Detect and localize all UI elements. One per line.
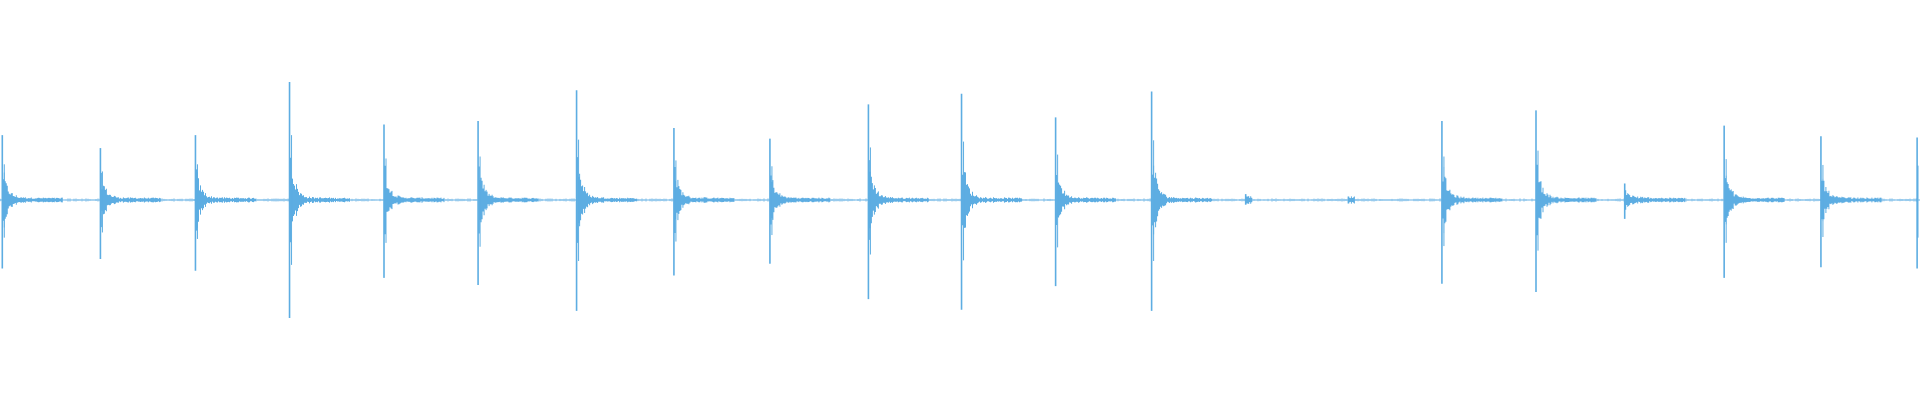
waveform-transient — [1535, 110, 1597, 293]
waveform-transient — [288, 82, 350, 318]
waveform-transient — [673, 128, 735, 276]
transient-decay — [868, 160, 929, 240]
waveform-transient — [99, 148, 161, 259]
waveform-transient — [1820, 136, 1882, 268]
transient-decay — [1536, 164, 1597, 236]
transient-decay — [674, 167, 735, 233]
waveform-transient — [477, 120, 539, 285]
transient-decay — [196, 169, 256, 231]
waveform-transient — [1054, 117, 1117, 287]
transient-decay — [100, 172, 161, 228]
transient-decay — [770, 175, 831, 225]
waveform-transient — [1, 135, 63, 269]
waveform-transient — [1244, 194, 1253, 205]
transient-decay — [1056, 175, 1117, 225]
waveform-transient — [1150, 91, 1213, 311]
transient-decay — [577, 157, 638, 243]
waveform-transient — [960, 93, 1022, 310]
transient-decay — [1442, 166, 1503, 234]
transient-decay — [1152, 165, 1213, 235]
waveform-transient — [575, 90, 638, 311]
transient-decay — [1625, 190, 1686, 210]
transient-decay — [384, 165, 445, 235]
waveform-transient — [1441, 120, 1503, 284]
waveform-transient — [194, 135, 256, 271]
waveform-transient — [1723, 125, 1785, 278]
transient-decay — [478, 166, 539, 234]
transient-decay — [290, 157, 350, 243]
waveform-transient — [1623, 183, 1686, 219]
transient-decay — [1724, 175, 1785, 225]
waveform-transient — [1916, 137, 1919, 269]
transient-decay — [1348, 196, 1355, 204]
waveform-transient — [1347, 196, 1355, 204]
waveform-transient — [867, 104, 929, 300]
transient-decay — [962, 172, 1022, 228]
waveform-transients — [0, 82, 1919, 318]
transient-decay — [1821, 178, 1882, 222]
waveform-transient — [383, 124, 445, 278]
transient-decay — [2, 172, 63, 228]
transient-decay — [1246, 196, 1253, 204]
waveform-transient — [769, 138, 831, 264]
